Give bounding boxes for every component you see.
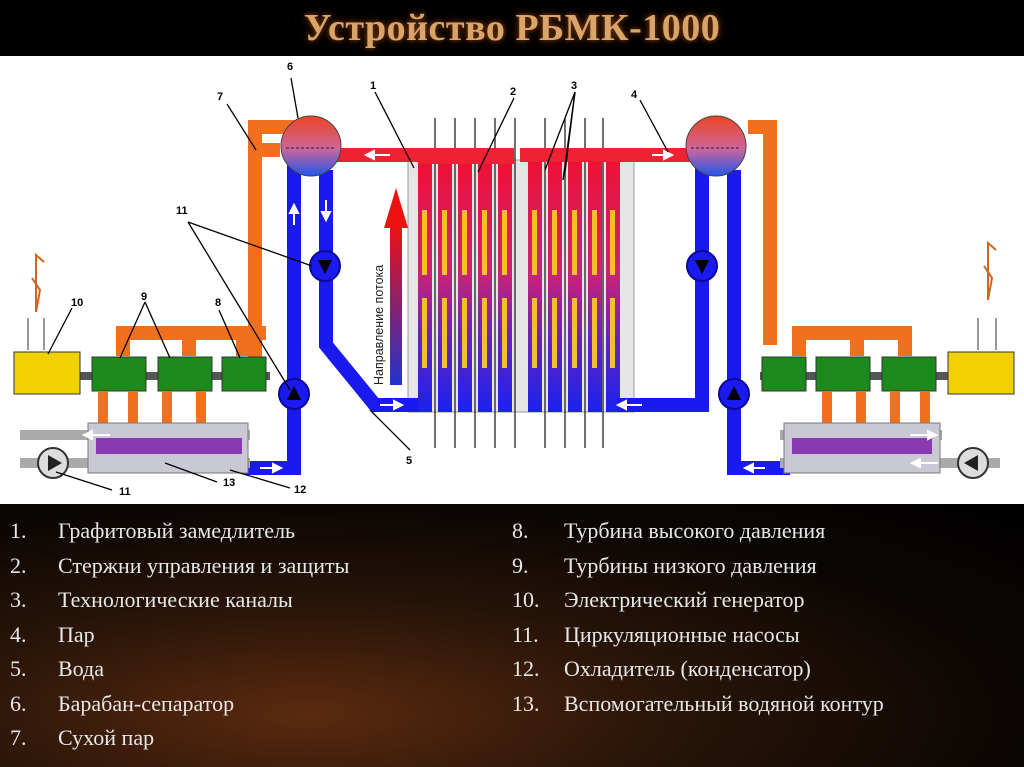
- generator-right: [947, 351, 1015, 395]
- callout-numbers: 1 2 3 4 5 6 7 8 9 10 11 12 13 11: [71, 61, 638, 498]
- callout-7: 7: [217, 91, 223, 103]
- legend-item: 11.Циркуляционные насосы: [512, 621, 800, 647]
- drum-separator-left: [280, 115, 342, 177]
- callout-3: 3: [571, 80, 577, 92]
- callout-2: 2: [510, 86, 516, 98]
- callout-5: 5: [406, 455, 412, 467]
- fuel-rods: [422, 210, 615, 368]
- legend-item: 5.Вода: [10, 656, 104, 681]
- legend-item: 12.Охладитель (конденсатор): [512, 656, 811, 681]
- legend-left-column: 1.Графитовый замедлитель 2.Стержни управ…: [10, 518, 349, 760]
- power-arrow-left: [31, 252, 45, 313]
- legend: 1.Графитовый замедлитель 2.Стержни управ…: [0, 504, 1024, 767]
- flow-direction-arrow: [384, 188, 408, 385]
- callout-11-bottom: 11: [119, 486, 131, 498]
- page-title: Устройство РБМК-1000: [303, 7, 721, 49]
- legend-item: 8.Турбина высокого давления: [512, 518, 826, 543]
- drum-separator-right: [685, 115, 747, 177]
- generator-left: [13, 351, 81, 395]
- callout-1: 1: [370, 80, 376, 92]
- callout-13: 13: [223, 477, 235, 489]
- turbine-exhaust-left: [98, 391, 206, 423]
- diagram-svg: Направление потока 1 2 3 4 5 6 7 8 9 10 …: [13, 61, 1015, 498]
- callout-10: 10: [71, 297, 83, 309]
- hp-turbine-right: [761, 356, 807, 392]
- legend-item: 1.Графитовый замедлитель: [10, 518, 296, 543]
- steam-arrows: [363, 149, 675, 161]
- control-rods: [434, 118, 604, 448]
- lp-turbine-left-1: [91, 356, 147, 392]
- callout-4: 4: [631, 89, 638, 101]
- legend-right-column: 8.Турбина высокого давления 9.Турбины ни…: [512, 518, 884, 725]
- lp-turbine-right-2: [881, 356, 937, 392]
- legend-item: 9.Турбины низкого давления: [512, 552, 817, 578]
- lp-turbine-left-2: [157, 356, 213, 392]
- callout-lines: [47, 77, 669, 491]
- condenser-core-left: [96, 438, 242, 454]
- callout-12: 12: [294, 484, 306, 496]
- legend-item: 13.Вспомогательный водяной контур: [512, 690, 884, 716]
- legend-item: 7.Сухой пар: [10, 725, 155, 750]
- callout-11-top: 11: [176, 205, 188, 217]
- lp-turbine-right-1: [815, 356, 871, 392]
- legend-item: 4.Пар: [10, 621, 95, 647]
- callout-9: 9: [141, 291, 147, 303]
- flow-arrows: [81, 200, 939, 474]
- legend-item: 6.Барабан-сепаратор: [10, 690, 235, 716]
- left-circuit: [13, 115, 418, 479]
- callout-8: 8: [215, 297, 221, 309]
- rbmk-diagram: Направление потока 1 2 3 4 5 6 7 8 9 10 …: [0, 56, 1024, 504]
- callout-6: 6: [287, 61, 293, 73]
- reactor-core: [407, 118, 635, 448]
- fuel-channels: [418, 160, 620, 412]
- right-circuit: [618, 115, 1015, 479]
- flow-direction-label: Направление потока: [372, 265, 386, 385]
- legend-item: 10.Электрический генератор: [512, 587, 805, 612]
- hp-turbine-left: [221, 356, 267, 392]
- legend-item: 3.Технологические каналы: [10, 587, 293, 612]
- legend-item: 2.Стержни управления и защиты: [10, 552, 350, 578]
